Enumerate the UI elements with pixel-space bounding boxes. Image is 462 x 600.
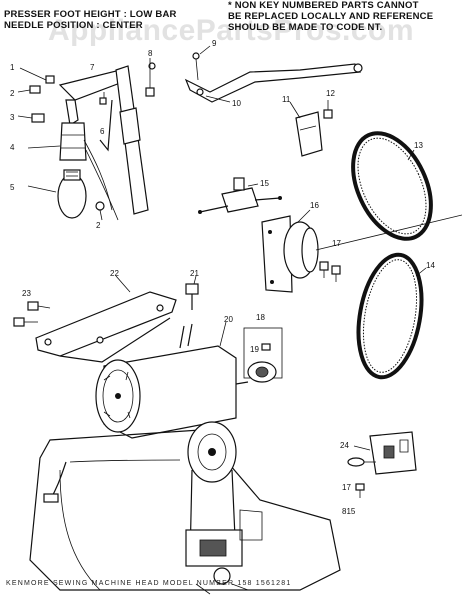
callout-15: 15	[260, 179, 269, 188]
lifter-arm	[184, 52, 363, 103]
belt-upper	[351, 131, 433, 241]
callout-4: 4	[10, 143, 15, 152]
callout-17: 17	[332, 239, 341, 248]
callout-13: 13	[414, 141, 423, 150]
motor	[95, 323, 249, 439]
callout-14: 14	[426, 261, 435, 270]
terminal-block	[347, 431, 417, 498]
callout-1: 1	[10, 63, 15, 72]
callout-3: 3	[10, 113, 15, 122]
model-caption: KENMORE SEWING MACHINE HEAD MODEL NUMBER…	[6, 580, 292, 587]
callout-9: 9	[212, 39, 217, 48]
callout-7: 7	[90, 63, 95, 72]
leader-lines	[27, 45, 427, 451]
lamp-bracket-assembly	[17, 58, 156, 221]
callout-20: 20	[224, 315, 233, 324]
callout-18: 18	[256, 313, 265, 322]
header-left: PRESSER FOOT HEIGHT : LOW BAR NEEDLE POS…	[4, 9, 177, 31]
callout-21: 21	[190, 269, 199, 278]
motor-screw	[185, 283, 199, 310]
callout-19: 19	[250, 345, 259, 354]
callout-6: 6	[100, 127, 105, 136]
sewing-machine-body	[29, 421, 341, 595]
header-right-note: * NON KEY NUMBERED PARTS CANNOT BE REPLA…	[228, 0, 433, 33]
callout-8: 8	[148, 49, 153, 58]
note-line: * NON KEY NUMBERED PARTS CANNOT	[228, 0, 419, 11]
callout-2: 2	[10, 89, 15, 98]
callout-12: 12	[326, 89, 335, 98]
note-line: SHOULD BE MADE TO CODE NT.	[228, 22, 383, 33]
thread-guide-bracket	[295, 100, 333, 157]
callout-17b: 17	[342, 483, 351, 492]
note-line: BE REPLACED LOCALLY AND REFERENCE	[228, 11, 434, 22]
callout-10: 10	[232, 99, 241, 108]
light-switch	[198, 177, 282, 214]
motor-pulley-assembly	[261, 214, 462, 293]
watermark: AppliancePartsPros.com	[47, 14, 415, 47]
callout-2b: 2	[96, 221, 101, 230]
callout-23: 23	[22, 289, 31, 298]
callout-16: 16	[310, 201, 319, 210]
callout-5: 5	[10, 183, 15, 192]
callout-24: 24	[340, 441, 349, 450]
belt-lower	[356, 252, 424, 380]
callout-22: 22	[110, 269, 119, 278]
motor-pulley	[243, 327, 283, 383]
motor-mount-plate	[13, 291, 177, 363]
callout-labels: 1 2 3 4 5 6 7 8 9 10 11 12 13 14 15 16 1…	[10, 39, 435, 516]
header-line: PRESSER FOOT HEIGHT : LOW BAR	[4, 9, 177, 20]
header-line: NEEDLE POSITION : CENTER	[4, 20, 143, 31]
callout-11: 11	[282, 95, 291, 104]
callout-815: 815	[342, 507, 356, 516]
